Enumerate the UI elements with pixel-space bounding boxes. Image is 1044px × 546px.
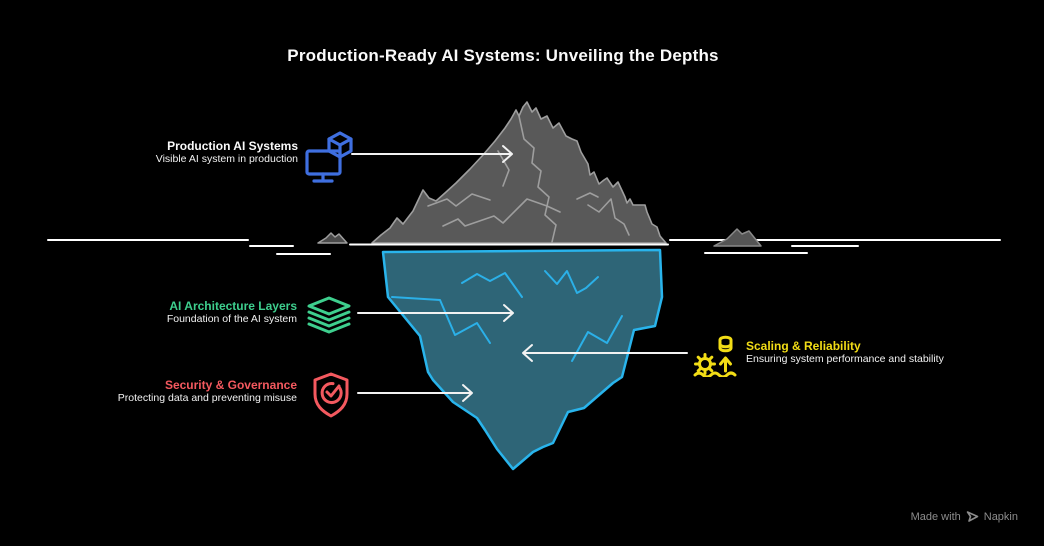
arrow-architecture (357, 304, 514, 322)
callout-security-title: Security & Governance (164, 378, 297, 392)
arrow-security (357, 384, 473, 402)
callout-production: Production AI Systems Visible AI system … (156, 140, 298, 166)
layers-icon (307, 296, 351, 334)
shield-check-icon (313, 372, 349, 418)
napkin-attribution: Made with Napkin (911, 510, 1018, 523)
title-row: Production-Ready AI Systems: Unveiling t… (0, 46, 1006, 66)
callout-architecture: AI Architecture Layers Foundation of the… (167, 300, 297, 326)
napkin-brand-label: Napkin (983, 510, 1018, 523)
underwater-crack-lines (391, 270, 623, 362)
callout-production-title: Production AI Systems (167, 139, 298, 153)
callout-security: Security & Governance Protecting data an… (118, 379, 297, 405)
arrow-production (351, 145, 513, 163)
callout-architecture-title: AI Architecture Layers (169, 299, 297, 313)
right-rock (713, 228, 762, 247)
callout-scaling: Scaling & Reliability Ensuring system pe… (746, 340, 944, 366)
callout-security-subtitle: Protecting data and preventing misuse (117, 392, 297, 404)
made-with-label: Made with (910, 510, 961, 523)
arrow-scaling (522, 344, 688, 362)
monitor-cube-icon (305, 131, 353, 183)
iceberg-below-water (381, 248, 664, 471)
callout-scaling-title: Scaling & Reliability (746, 339, 861, 353)
callout-production-subtitle: Visible AI system in production (155, 153, 298, 165)
connector-arrows (351, 145, 688, 402)
callout-architecture-subtitle: Foundation of the AI system (166, 313, 297, 325)
gear-scale-icon (693, 335, 737, 377)
mountain-ridge-lines (427, 115, 630, 243)
napkin-logo-icon (966, 511, 979, 522)
page-title: Production-Ready AI Systems: Unveiling t… (287, 46, 719, 65)
callout-scaling-subtitle: Ensuring system performance and stabilit… (746, 353, 944, 365)
left-rock (317, 232, 348, 244)
